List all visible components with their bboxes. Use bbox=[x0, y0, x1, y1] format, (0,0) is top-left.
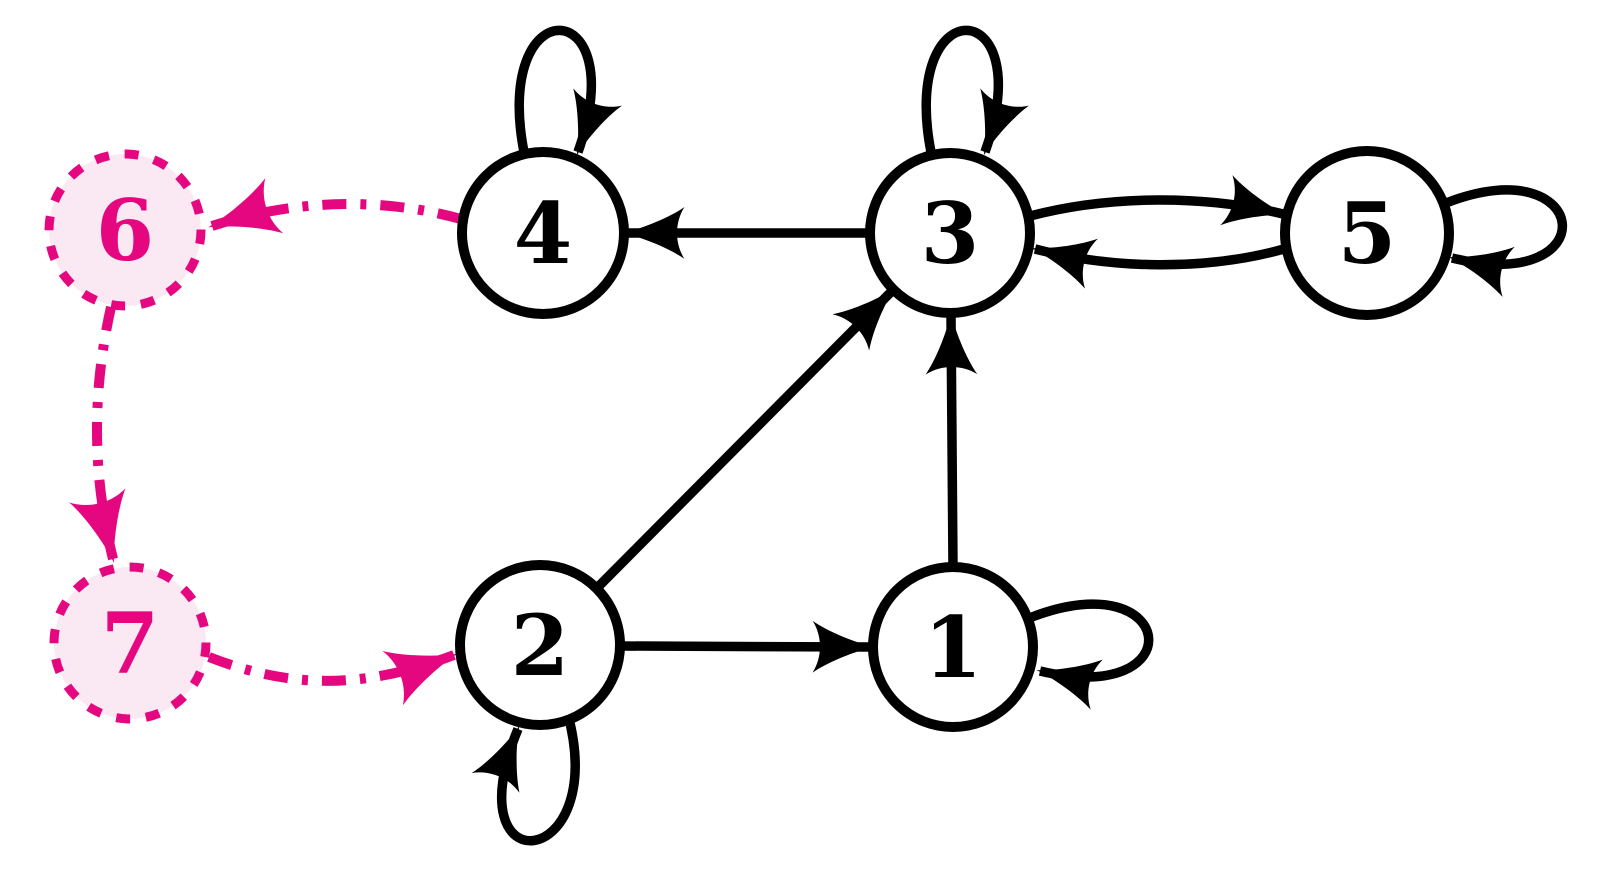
edges-layer bbox=[69, 25, 1567, 846]
node-4-label: 4 bbox=[514, 184, 572, 283]
node-2-circle bbox=[455, 560, 625, 730]
node-6: 6 bbox=[44, 149, 206, 311]
node-6-label: 6 bbox=[96, 181, 154, 280]
node-1-label: 1 bbox=[924, 598, 982, 697]
node-5: 5 bbox=[1280, 146, 1454, 320]
edge-1-to-3 bbox=[925, 312, 978, 568]
edge-2-to-2-selfloop bbox=[471, 713, 580, 846]
node-2: 2 bbox=[455, 560, 625, 730]
node-3-circle bbox=[865, 148, 1035, 318]
nodes-layer: 1 2 3 4 5 6 7 bbox=[44, 146, 1454, 732]
edge-4-to-4-selfloop bbox=[514, 25, 622, 158]
edge-3-to-3-selfloop bbox=[921, 25, 1029, 158]
node-4: 4 bbox=[457, 147, 629, 319]
node-7-label: 7 bbox=[101, 594, 159, 693]
node-2-label: 2 bbox=[511, 596, 569, 695]
node-4-circle bbox=[457, 147, 629, 319]
edge-5-to-5-selfloop bbox=[1444, 185, 1567, 297]
edge-5-to-3 bbox=[1031, 238, 1286, 289]
node-5-circle bbox=[1280, 146, 1454, 320]
edge-1-to-1-selfloop bbox=[1030, 599, 1154, 710]
node-6-circle bbox=[44, 149, 206, 311]
node-5-label: 5 bbox=[1338, 184, 1396, 283]
edge-7-to-2 bbox=[207, 650, 458, 706]
node-1: 1 bbox=[868, 562, 1038, 732]
node-3: 3 bbox=[865, 148, 1035, 318]
edge-6-to-7 bbox=[69, 305, 126, 563]
edge-3-to-5 bbox=[1028, 175, 1287, 226]
edge-4-to-6 bbox=[208, 178, 463, 234]
edge-2-to-3 bbox=[593, 287, 896, 592]
node-1-circle bbox=[868, 562, 1038, 732]
edge-2-to-1 bbox=[619, 620, 875, 673]
node-7-circle bbox=[49, 562, 211, 724]
node-3-label: 3 bbox=[921, 184, 979, 283]
node-7: 7 bbox=[49, 562, 211, 724]
